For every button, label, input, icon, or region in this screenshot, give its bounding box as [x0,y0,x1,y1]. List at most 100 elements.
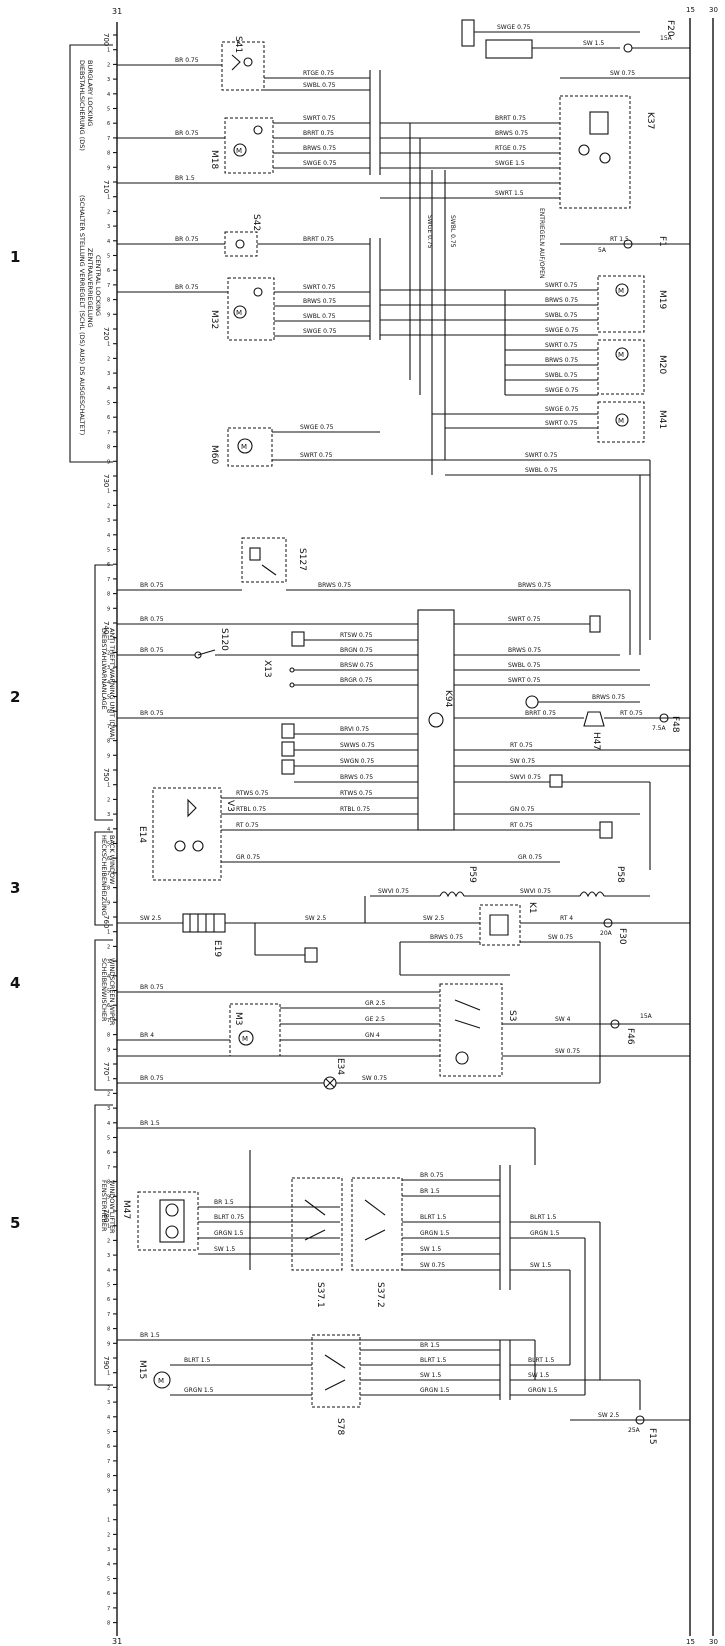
component-s127: S127 [241,537,307,583]
label-f48: F48 [670,716,680,733]
ruler-minor-label: 8 [107,1033,110,1039]
ruler-minor-label: 8 [107,298,110,304]
label-m20: M20 [657,355,667,374]
wire-swge-m18: SWGE 0.75 [303,160,337,167]
wire-sw075-k94-766: SW 0.75 [510,758,535,765]
ruler-label: 790 [102,1356,110,1369]
wire-sw075-s37: SW 0.75 [420,1262,445,1269]
wire-swbl-k94-right: SWBL 0.75 [508,662,541,669]
wire-sw15-s78-right: SW 1.5 [528,1372,549,1379]
ruler-minor-label: 2 [107,650,110,656]
wire-br075-s42: BR 0.75 [175,236,199,243]
ruler-minor-label: 7 [107,871,110,877]
wire-swbl-vertical: SWBL 0.75 [449,215,456,248]
ruler-minor-label: 3 [107,224,110,230]
ruler-minor-label: 6 [107,1591,110,1597]
label-x13: X13 [262,660,272,678]
label-s78: S78 [335,1418,345,1435]
label-m3: M3 [233,1012,243,1026]
ruler-label: 720 [102,327,110,340]
ruler-minor-label: 1 [107,1371,110,1377]
wire-blrt-s78: BLRT 1.5 [420,1357,446,1364]
label-m41: M41 [657,410,667,429]
wire-swge-m20: SWGE 0.75 [545,387,579,394]
label-f46: F46 [625,1028,635,1045]
component-m3: M M3 [229,1003,281,1057]
ruler-minor-label: 5 [107,1283,110,1289]
label-p58: P58 [615,866,625,883]
ruler-minor-label: 5 [107,401,110,407]
label-k94: K94 [443,690,453,708]
wire-brrt-s42: BRRT 0.75 [303,236,334,243]
wire-swbl-m20: SWBL 0.75 [545,372,578,379]
wire-swrt-m60: SWRT 0.75 [300,452,333,459]
wire-swrt-m20: SWRT 0.75 [545,342,578,349]
wire-sw15-m47: SW 1.5 [214,1246,235,1253]
component-e34: E34 [323,1058,345,1090]
ruler: 7001234567897101234567897201234567897301… [102,33,117,1627]
wire-br075-s120: BR 0.75 [140,647,164,654]
ruler-minor-label: 8 [107,151,110,157]
ruler-minor-label: 4 [107,386,110,392]
wire-swvi-k94: SWVI 0.75 [510,774,541,781]
wire-brws-k94-right: BRWS 0.75 [508,647,541,654]
label-s41: S41 [233,36,243,53]
wire-sw075-e34: SW 0.75 [362,1075,387,1082]
label-f1: F1 [657,236,667,247]
wire-rt4-k1: RT 4 [560,915,573,922]
component-h47-horn: H47 [525,695,605,750]
ruler-minor-label: 8 [107,592,110,598]
ruler-minor-label: 4 [107,239,110,245]
wire-swrt-m32: SWRT 0.75 [303,284,336,291]
label-m32: M32 [209,310,219,329]
rail-label-bottom-left: 31 [112,1637,122,1646]
wire-br15-m15: BR 1.5 [140,1332,160,1339]
component-m18: M M18 [209,117,274,174]
ruler-minor-label: 1 [107,489,110,495]
wire-sw25-k1: SW 2.5 [423,915,444,922]
ruler-minor-label: 7 [107,577,110,583]
wire-sw4-s3: SW 4 [555,1016,571,1023]
wire-brrt-h47: BRRT 0.75 [525,710,556,717]
ruler-label: 780 [102,1209,110,1222]
component-f15: F15 25A [628,1415,657,1445]
ruler-minor-label: 4 [107,533,110,539]
wire-brws-m20: BRWS 0.75 [545,357,578,364]
wire-blrt-m15: BLRT 1.5 [184,1357,210,1364]
wire-br075-m32: BR 0.75 [175,284,199,291]
component-s42: S42 [224,214,261,257]
ruler-minor-label: 2 [107,209,110,215]
wire-blrt-s78-right: BLRT 1.5 [528,1357,554,1364]
ruler-minor-label: 7 [107,136,110,142]
ruler-minor-label: 9 [107,1047,110,1053]
ruler-minor-label: 1 [107,783,110,789]
ruler-minor-label: 8 [107,1621,110,1627]
ruler-minor-label: 9 [107,606,110,612]
component-k1: K1 [479,902,537,946]
wire-sw25-e19: SW 2.5 [140,915,161,922]
component-s37-2: S37.2 [351,1177,403,1308]
component-f1: RT 1.5 F1 5A [560,236,690,254]
ruler-minor-label: 6 [107,1444,110,1450]
svg-text:M: M [158,1377,164,1385]
ruler-minor-label: 1 [107,1224,110,1230]
ruler-minor-label: 5 [107,1430,110,1436]
component-e19: E19 [182,913,226,957]
ruler-minor-label: 2 [107,797,110,803]
ruler-minor-label: 7 [107,430,110,436]
wire-gn075-k94: GN 0.75 [510,806,535,813]
ruler-label: 740 [102,621,110,634]
rail-label-top-15: 15 [686,6,695,14]
rail-label-top-30: 30 [709,6,718,14]
wire-br075-m18: BR 0.75 [175,130,199,137]
ruler-minor-label: 9 [107,900,110,906]
component-m47: M47 [121,1191,199,1251]
component-p58: P58 [579,866,625,898]
component-k94: K94 [417,609,455,831]
ruler-minor-label: 5 [107,1136,110,1142]
wire-sw075-f20: SW 0.75 [610,70,635,77]
ruler-minor-label: 9 [107,1341,110,1347]
section-brackets [69,44,113,1386]
wire-swrt-k94-right: SWRT 0.75 [508,677,541,684]
ruler-minor-label: 8 [107,1474,110,1480]
